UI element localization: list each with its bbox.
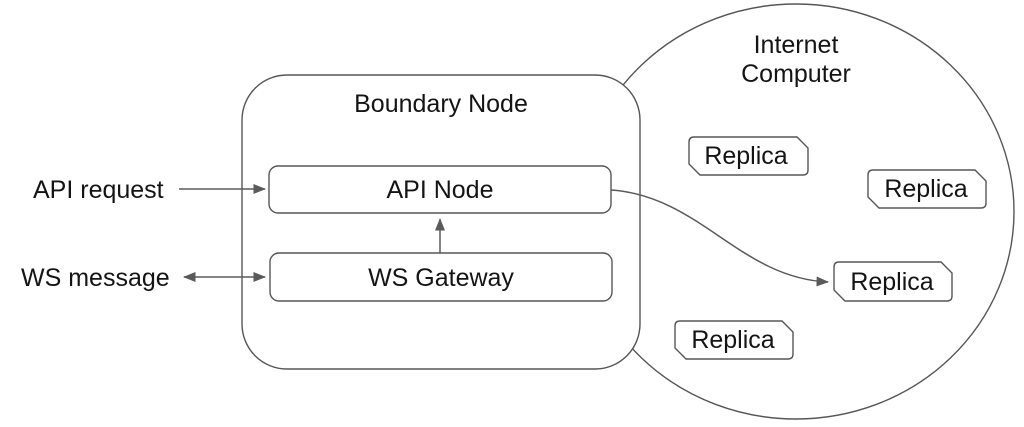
replica-box (674, 320, 794, 360)
replica-label: Replica (850, 268, 933, 296)
ws-gateway-box (269, 252, 613, 302)
replica-box (833, 261, 953, 302)
replica-box (688, 136, 809, 176)
replica-box (867, 169, 987, 209)
replica-label: Replica (884, 175, 967, 203)
internet-computer-label-line1: Internet (754, 31, 839, 59)
replica-label: Replica (691, 326, 774, 354)
api-node-label: API Node (386, 176, 493, 204)
api-request-label: API request (33, 176, 164, 204)
replica-label: Replica (704, 142, 787, 170)
api-node-to-replica-curve (610, 189, 829, 287)
boundary-node-title: Boundary Node (354, 90, 528, 118)
ws-gateway-label: WS Gateway (368, 264, 514, 292)
boundary-node-box (241, 74, 641, 370)
internet-computer-label-line2: Computer (741, 60, 851, 88)
api-node-box (268, 165, 612, 214)
ws-message-label: WS message (21, 264, 170, 292)
